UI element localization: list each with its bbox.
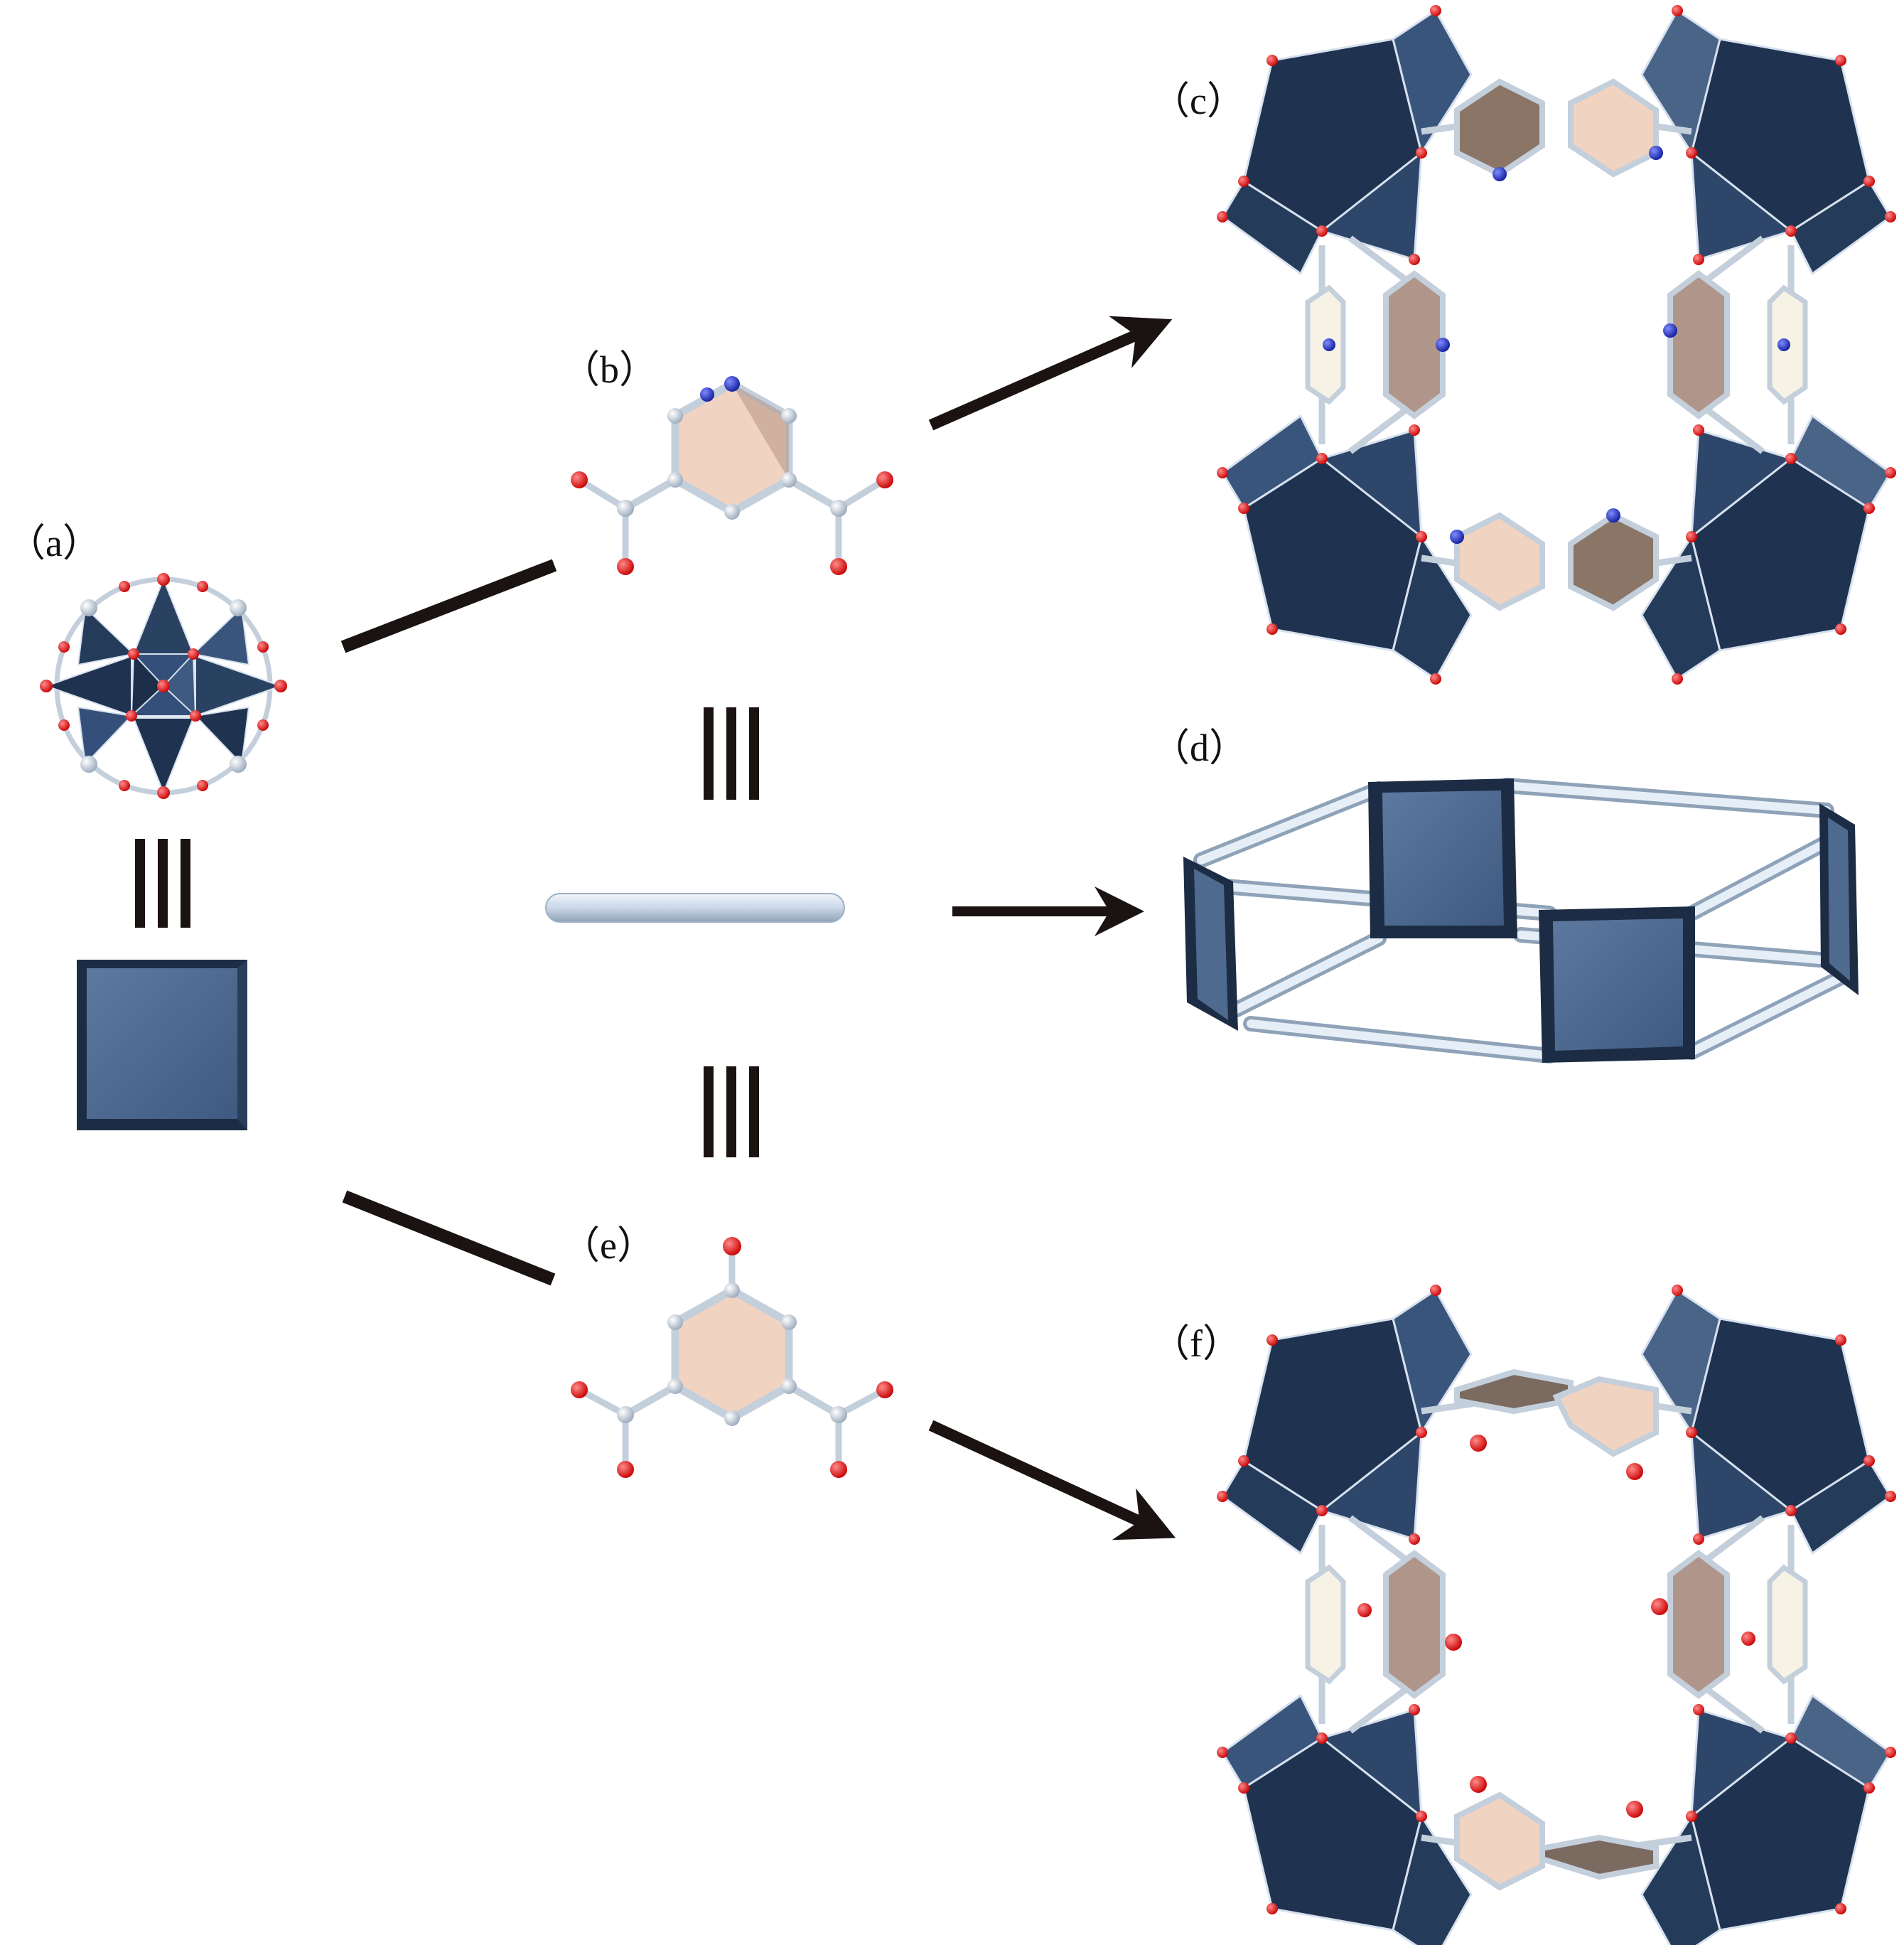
hexagonal-prism-topology-icon (1183, 778, 1859, 1063)
equivalence-symbol-b (704, 707, 759, 800)
connector-line-a-b (340, 559, 557, 653)
hydroxy-isophthalate-ligand-icon (571, 1237, 893, 1478)
equivalence-symbol-e (704, 1066, 759, 1157)
square-node-icon (77, 960, 247, 1130)
rod-linker-icon (545, 893, 845, 923)
panel-label-e: （e） (561, 1224, 655, 1267)
secondary-building-unit-icon (40, 573, 287, 799)
panel-label-a: （a） (7, 522, 101, 564)
arrow-e-to-f (928, 1420, 1176, 1541)
equivalence-symbol-a (135, 839, 190, 928)
pyridine-dicarboxylate-ligand-icon (571, 376, 893, 575)
panel-label-c: （c） (1151, 80, 1245, 122)
metal-organic-cage-icon-c (1217, 5, 1896, 685)
panel-label-b: （b） (561, 348, 657, 391)
connector-line-a-e (342, 1190, 556, 1286)
arrow-b-to-c (928, 316, 1173, 431)
metal-organic-cage-icon-f (1217, 1285, 1896, 1945)
panel-label-f: （f） (1151, 1322, 1241, 1365)
panel-label-d: （d） (1151, 727, 1247, 769)
